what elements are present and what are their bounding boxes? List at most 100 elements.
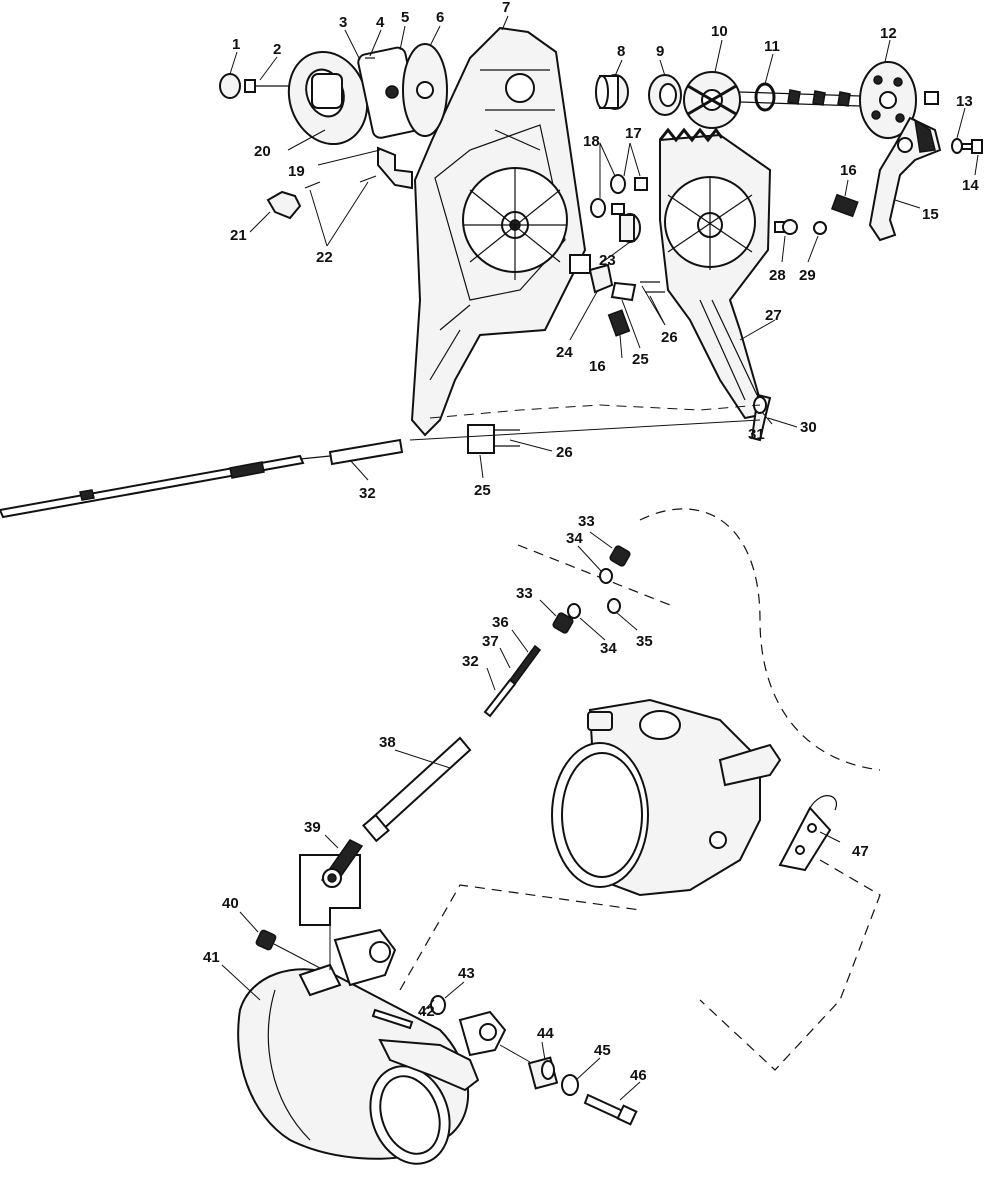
bearing-9 [648, 74, 682, 116]
callout-19: 19 [288, 163, 305, 180]
callout-5: 5 [401, 9, 409, 26]
callout-25b: 25 [474, 482, 491, 499]
callout-27: 27 [765, 307, 782, 324]
pin-28 [774, 219, 798, 235]
clip-47 [778, 795, 838, 872]
callout-44: 44 [537, 1025, 554, 1042]
callout-4: 4 [376, 14, 385, 31]
callout-40: 40 [222, 895, 239, 912]
callout-10: 10 [711, 23, 728, 40]
linkage-39 [299, 839, 364, 926]
bracket-21 [266, 190, 302, 220]
callout-39: 39 [304, 819, 321, 836]
gear-plate [658, 127, 772, 420]
boot-leader-line [399, 884, 641, 991]
callout-34: 34 [566, 530, 583, 547]
bushing-23 [619, 213, 641, 243]
leader-lines [221, 15, 979, 1101]
intake-boot-41 [237, 925, 507, 1165]
nut-33a [609, 545, 631, 567]
screws-26 [640, 281, 665, 293]
callout-23: 23 [599, 252, 616, 269]
callout-45: 45 [594, 1042, 611, 1059]
callout-26b: 26 [556, 444, 573, 461]
callout-36: 36 [492, 614, 509, 631]
callout-22: 22 [316, 249, 333, 266]
callout-11: 11 [764, 38, 780, 55]
callout-28: 28 [769, 267, 786, 284]
callout-35: 35 [636, 633, 653, 650]
nut-40 [255, 929, 277, 951]
bracket-19 [377, 146, 413, 190]
callout-16b: 16 [589, 358, 606, 375]
callout-26: 26 [661, 329, 678, 346]
callout-21: 21 [230, 227, 247, 244]
cable-32 [0, 438, 404, 519]
spacer-44 [527, 1056, 559, 1090]
washer-13 [951, 138, 963, 154]
callout-18: 18 [583, 133, 600, 150]
callout-20: 20 [254, 143, 271, 160]
bushing-8 [595, 74, 629, 110]
washer-34a [599, 568, 613, 584]
callout-3: 3 [339, 14, 347, 31]
callout-9: 9 [656, 43, 664, 60]
callout-13: 13 [956, 93, 973, 110]
callout-6: 6 [436, 9, 444, 26]
spring-16b [607, 309, 631, 337]
callout-2: 2 [273, 41, 281, 58]
callout-8: 8 [617, 43, 625, 60]
callout-32: 32 [359, 485, 376, 502]
screws-22 [304, 175, 377, 189]
callout-25: 25 [632, 351, 649, 368]
washer-34b [567, 603, 581, 619]
callout-41: 41 [203, 949, 220, 966]
threaded-rod-36 [483, 644, 542, 718]
spring-16 [830, 193, 859, 218]
clip-leader-line [699, 859, 881, 1071]
cap-29 [813, 221, 827, 235]
callout-42: 42 [418, 1003, 435, 1020]
callout-12: 12 [880, 25, 897, 42]
callout-47: 47 [852, 843, 869, 860]
callout-31: 31 [748, 426, 765, 443]
ring-11 [754, 82, 776, 112]
nut-35 [607, 598, 621, 614]
bracket-25 [610, 281, 637, 302]
callout-34b: 34 [600, 640, 617, 657]
callout-32b: 32 [462, 653, 479, 670]
lever-15 [868, 116, 942, 242]
callout-38: 38 [379, 734, 396, 751]
callout-15: 15 [922, 206, 939, 223]
callout-33b: 33 [516, 585, 533, 602]
washer-45 [561, 1074, 579, 1096]
bolt-42 [371, 1008, 414, 1030]
carb-boot-right [551, 698, 782, 897]
callout-33: 33 [578, 513, 595, 530]
washer-43 [430, 995, 446, 1015]
shaft-assembly [739, 89, 861, 107]
callout-16: 16 [840, 162, 857, 179]
callout-43: 43 [458, 965, 475, 982]
cable-route-line [517, 508, 881, 771]
disk-6 [402, 43, 448, 137]
screws-17 [611, 177, 648, 215]
nut-33b [552, 612, 574, 634]
washers-18 [590, 174, 626, 218]
cam-disk-12 [859, 61, 939, 139]
cap-1 [219, 73, 241, 99]
bracket-25b [467, 424, 520, 454]
callout-30: 30 [800, 419, 817, 436]
housing-plate [410, 26, 591, 437]
gear-10 [683, 71, 741, 129]
bolt-46 [583, 1093, 638, 1126]
callout-37: 37 [482, 633, 499, 650]
callout-17: 17 [625, 125, 642, 142]
callout-46: 46 [630, 1067, 647, 1084]
callout-24: 24 [556, 344, 573, 361]
callouts: 1 2 3 4 5 6 7 8 9 10 11 12 13 14 15 16 1… [203, 0, 979, 1084]
clip-24 [588, 263, 614, 294]
callout-29: 29 [799, 267, 816, 284]
